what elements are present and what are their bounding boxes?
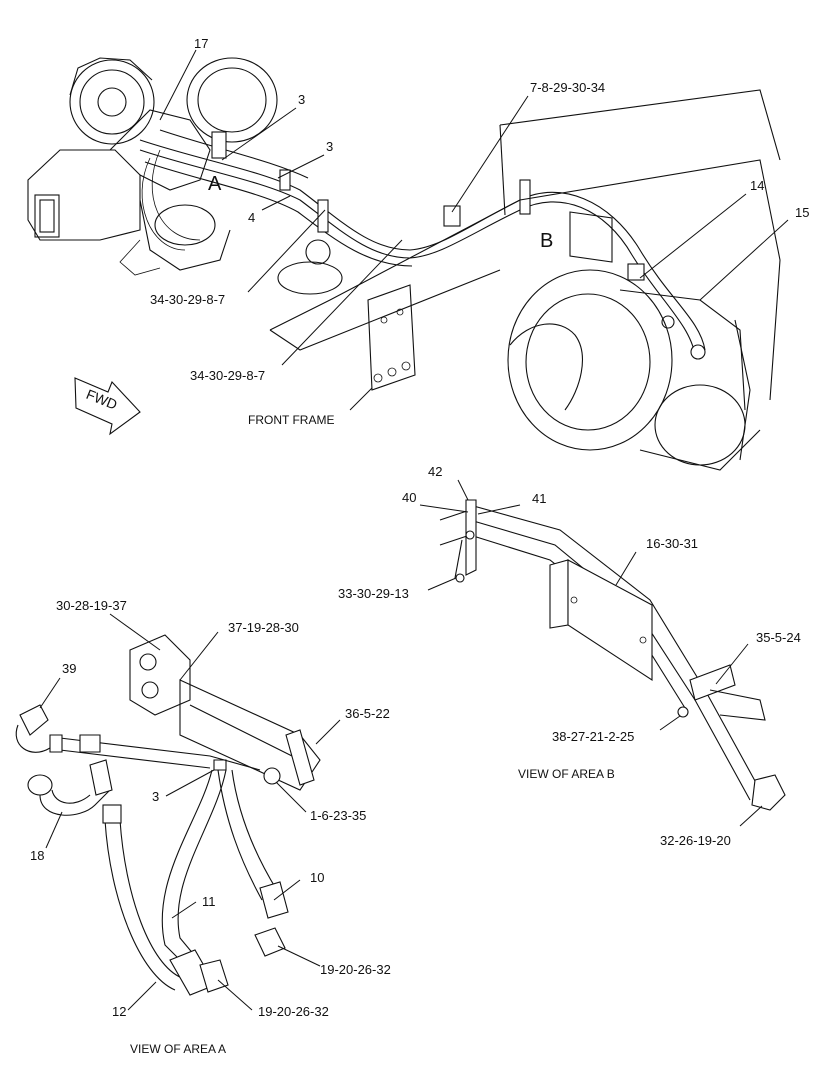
callout-19-20-26-32-upper: 19-20-26-32 [320, 962, 391, 977]
callout-30-28-19-37: 30-28-19-37 [56, 598, 127, 613]
callout-37-19-28-30: 37-19-28-30 [228, 620, 299, 635]
callout-1-6-23-35: 1-6-23-35 [310, 808, 366, 823]
callout-34-30-29-8-7-b: 34-30-29-8-7 [190, 368, 265, 383]
callout-3-view-a: 3 [152, 789, 159, 804]
callout-34-30-29-8-7-a: 34-30-29-8-7 [150, 292, 225, 307]
callout-41: 41 [532, 491, 546, 506]
main-assembly-drawing [27, 49, 789, 471]
callout-17: 17 [194, 36, 208, 51]
callout-15: 15 [795, 205, 809, 220]
callout-36-5-22: 36-5-22 [345, 706, 390, 721]
area-a-marker: A [208, 173, 222, 195]
view-of-area-b-drawing [419, 479, 786, 827]
callout-19-20-26-32-lower: 19-20-26-32 [258, 1004, 329, 1019]
callout-35-5-24: 35-5-24 [756, 630, 801, 645]
callout-42: 42 [428, 464, 442, 479]
callout-3-middle: 3 [326, 139, 333, 154]
view-a-caption: VIEW OF AREA A [130, 1042, 226, 1056]
callout-14: 14 [750, 178, 764, 193]
callout-4: 4 [248, 210, 255, 225]
front-frame-label: FRONT FRAME [248, 413, 334, 427]
callout-10: 10 [310, 870, 324, 885]
callout-40: 40 [402, 490, 416, 505]
area-b-marker: B [540, 230, 553, 252]
callout-7-8-29-30-34: 7-8-29-30-34 [530, 80, 605, 95]
callout-33-30-29-13: 33-30-29-13 [338, 586, 409, 601]
callout-11: 11 [202, 894, 216, 909]
callout-32-26-19-20: 32-26-19-20 [660, 833, 731, 848]
callout-16-30-31: 16-30-31 [646, 536, 698, 551]
callout-38-27-21-2-25: 38-27-21-2-25 [552, 729, 634, 744]
view-of-area-a-drawing [15, 613, 341, 1011]
view-b-caption: VIEW OF AREA B [518, 767, 615, 781]
callout-3-upper: 3 [298, 92, 305, 107]
callout-39: 39 [62, 661, 76, 676]
callout-18: 18 [30, 848, 44, 863]
callout-12: 12 [112, 1004, 126, 1019]
